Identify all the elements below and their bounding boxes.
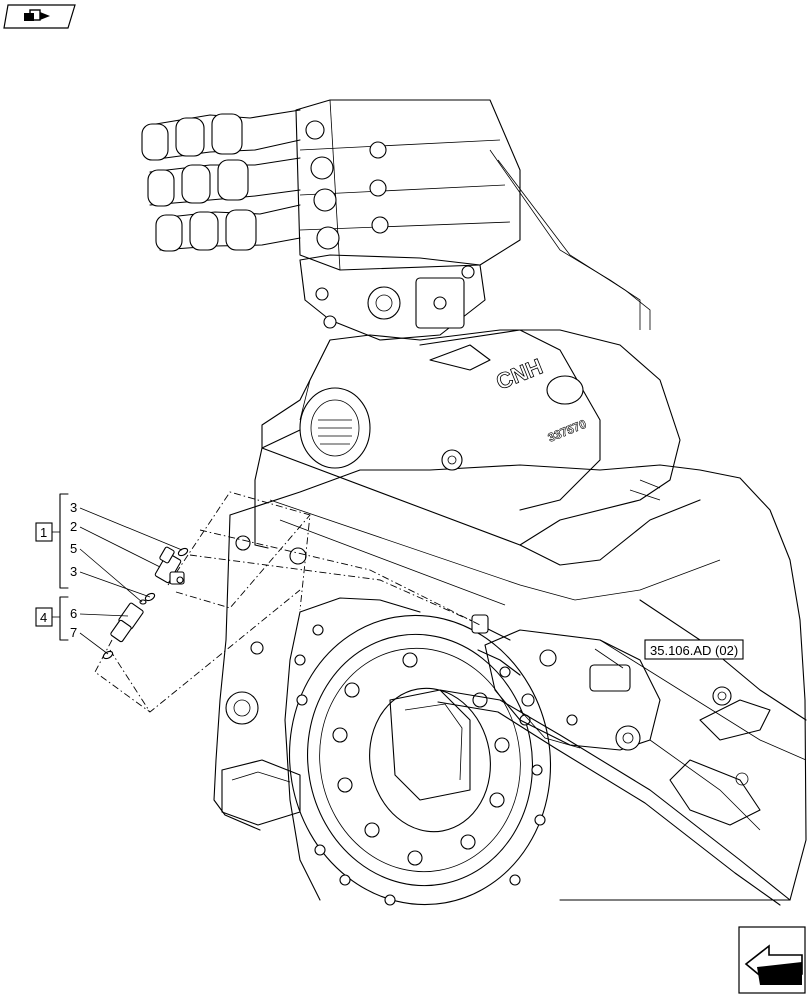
group-1-label: 1 <box>40 525 47 540</box>
item-label-5: 5 <box>70 541 77 556</box>
item-label-6: 6 <box>70 606 77 621</box>
pipe-and-side-valve <box>437 614 791 906</box>
item-label-3-upper: 3 <box>70 500 77 515</box>
casting-brand-text: CNH <box>493 354 547 395</box>
exploded-view-icon <box>24 9 50 21</box>
adapter-fitting <box>110 602 144 643</box>
flywheel-housing <box>284 597 552 906</box>
tee-fitting <box>154 546 185 585</box>
hose-bundle <box>141 109 301 252</box>
top-cover: CNH 337570 <box>261 329 681 546</box>
transmission-housing <box>213 417 807 901</box>
exploded-fitting-parts <box>102 546 189 660</box>
item-label-3-lower: 3 <box>70 564 77 579</box>
assembly-guide-lines <box>94 491 481 713</box>
item-label-7: 7 <box>70 625 77 640</box>
reference-link-valve[interactable]: 35.106.AD (02) <box>644 639 744 660</box>
back-navigation-button[interactable] <box>738 926 806 994</box>
control-valve-stack <box>141 99 651 341</box>
callout-group-4[interactable]: 4 <box>35 596 69 641</box>
item-label-2: 2 <box>70 519 77 534</box>
leader-lines <box>79 507 624 669</box>
callout-group-1[interactable]: 1 <box>35 493 69 589</box>
view-toggle-button[interactable] <box>3 4 76 29</box>
reference-link-label: 35.106.AD (02) <box>650 643 738 658</box>
group-4-label: 4 <box>40 610 47 625</box>
back-arrow-icon <box>744 944 803 985</box>
casting-part-number-text: 337570 <box>546 417 589 445</box>
